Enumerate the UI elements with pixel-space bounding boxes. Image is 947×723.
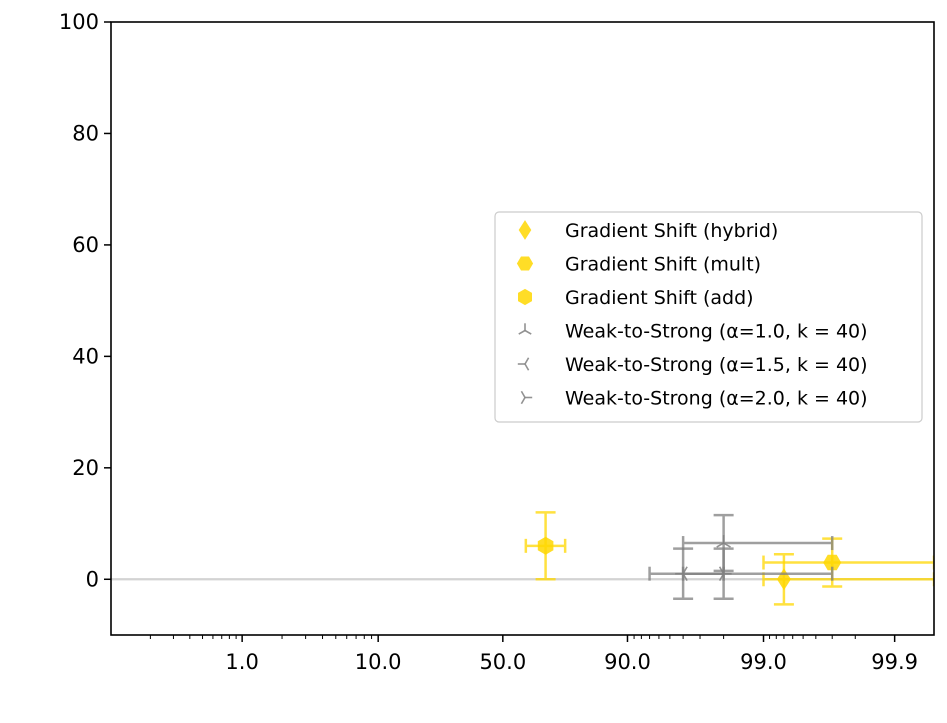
legend: Gradient Shift (hybrid) Gradient Shift (m…	[494, 211, 923, 423]
y-tick-label: 20	[72, 456, 99, 480]
legend-entry: Weak-to-Strong (α=1.0, k = 40)	[518, 321, 868, 343]
legend-entry: Gradient Shift (hybrid)	[518, 220, 778, 242]
y-tick-label: 0	[86, 567, 99, 591]
legend-entry: Gradient Shift (add)	[518, 287, 754, 309]
legend-label: Gradient Shift (add)	[565, 287, 754, 309]
y-tick-label: 40	[72, 344, 99, 368]
plot-content	[111, 511, 934, 606]
data-point	[718, 566, 732, 582]
legend-entry: Weak-to-Strong (α=1.5, k = 40)	[517, 354, 868, 376]
legend-marker	[518, 220, 532, 240]
legend-label: Gradient Shift (mult)	[565, 254, 761, 276]
legend-marker	[520, 390, 533, 405]
axes: 0 20 40 60 80 100 1.0 10.0 50.0 90.0 99.0 99.9	[59, 10, 935, 674]
x-tick-label: 50.0	[479, 650, 526, 674]
legend-marker	[517, 357, 530, 371]
legend-entry: Gradient Shift (mult)	[516, 254, 761, 276]
error-bars	[681, 547, 834, 601]
x-tick-label: 1.0	[225, 650, 258, 674]
series-3	[681, 513, 834, 573]
plot-area	[111, 511, 934, 606]
series-2	[524, 511, 567, 581]
legend-label: Weak-to-Strong (α=1.5, k = 40)	[565, 354, 868, 376]
legend-label: Gradient Shift (hybrid)	[565, 220, 778, 242]
legend-box	[494, 211, 923, 423]
x-tick-label: 99.9	[871, 650, 918, 674]
y-tick-label: 100	[59, 10, 99, 34]
error-bars	[681, 513, 834, 573]
x-tick-label: 90.0	[604, 650, 651, 674]
y-tick-label: 60	[72, 233, 99, 257]
legend-marker	[518, 323, 532, 335]
data-point	[537, 536, 554, 555]
data-point	[823, 554, 842, 571]
legend-label: Weak-to-Strong (α=1.0, k = 40)	[565, 321, 868, 343]
legend-entry: Weak-to-Strong (α=2.0, k = 40)	[520, 388, 868, 410]
plot-frame	[110, 21, 935, 636]
y-tick-label: 80	[72, 121, 99, 145]
series-5	[681, 547, 834, 601]
legend-marker	[518, 288, 532, 306]
legend-label: Weak-to-Strong (α=2.0, k = 40)	[565, 388, 868, 410]
legend-marker	[516, 256, 534, 271]
data-point	[776, 568, 791, 591]
data-point	[716, 535, 731, 548]
x-tick-label: 10.0	[355, 650, 402, 674]
x-tick-label: 99.0	[740, 650, 787, 674]
